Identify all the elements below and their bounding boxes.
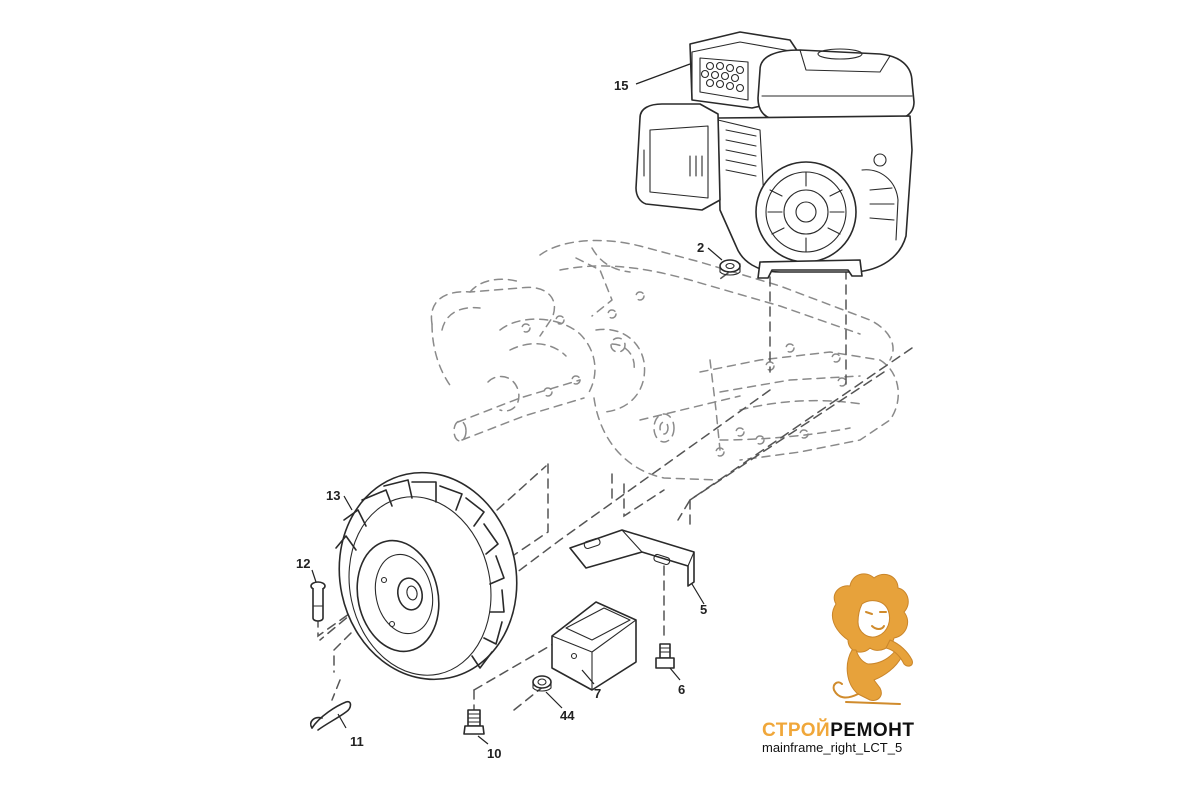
callout-5: 5 xyxy=(700,602,707,617)
block-7 xyxy=(551,601,637,691)
diagram-caption: mainframe_right_LCT_5 xyxy=(762,740,902,755)
callout-13: 13 xyxy=(326,488,340,503)
callout-12: 12 xyxy=(296,556,310,571)
pin-12 xyxy=(310,581,326,622)
callout-2: 2 xyxy=(697,240,704,255)
callout-leaders xyxy=(311,63,723,745)
brand-logo: СТРОЙРЕМОНТ mainframe_right_LCT_5 xyxy=(762,573,915,755)
callout-labels: 15 2 13 12 11 10 44 7 6 5 xyxy=(296,78,707,761)
brand-name: СТРОЙРЕМОНТ xyxy=(762,719,915,741)
nut-44 xyxy=(532,675,552,692)
nut-2 xyxy=(719,259,741,276)
air-filter-grille xyxy=(699,57,749,101)
callout-7: 7 xyxy=(594,686,601,701)
hairpin-clip-11 xyxy=(309,700,352,731)
callout-10: 10 xyxy=(487,746,501,761)
engine xyxy=(635,31,915,279)
wheel xyxy=(335,471,518,681)
callout-6: 6 xyxy=(678,682,685,697)
brand-name-part2: РЕМОНТ xyxy=(830,720,914,741)
callout-44: 44 xyxy=(560,708,575,723)
callout-15: 15 xyxy=(614,78,628,93)
lion-icon xyxy=(832,573,913,705)
brand-name-part1: СТРОЙ xyxy=(762,719,830,741)
callout-11: 11 xyxy=(350,734,364,749)
mainframe-ghost xyxy=(430,239,899,481)
bracket-5 xyxy=(569,529,695,587)
bolt-10 xyxy=(463,709,485,735)
bolt-6 xyxy=(655,643,675,669)
